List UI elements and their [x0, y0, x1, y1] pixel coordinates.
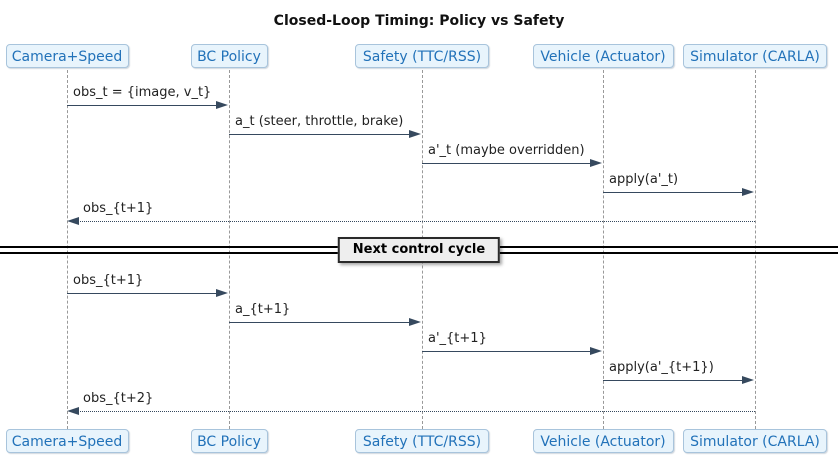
arrowhead-icon [742, 188, 754, 196]
lifeline-simulator [755, 70, 756, 429]
message-line-5 [67, 293, 225, 294]
participant-safety-bottom: Safety (TTC/RSS) [355, 429, 489, 453]
message-label-5: obs_{t+1} [73, 273, 144, 288]
diagram-title: Closed-Loop Timing: Policy vs Safety [273, 13, 565, 29]
message-line-3 [603, 192, 751, 193]
arrowhead-icon [216, 101, 228, 109]
arrowhead-icon [742, 376, 754, 384]
divider-label: Next control cycle [337, 237, 501, 263]
message-line-4 [78, 221, 755, 222]
message-line-0 [67, 105, 225, 106]
message-label-0: obs_t = {image, v_t} [73, 85, 212, 100]
message-label-9: obs_{t+2} [83, 391, 154, 406]
arrowhead-icon [409, 130, 421, 138]
message-label-4: obs_{t+1} [83, 201, 154, 216]
arrowhead-icon [67, 407, 79, 415]
message-line-9 [78, 411, 755, 412]
participant-policy-bottom: BC Policy [190, 429, 268, 453]
message-label-3: apply(a'_t) [609, 172, 679, 187]
message-label-1: a_t (steer, throttle, brake) [235, 114, 404, 129]
message-line-2 [422, 163, 599, 164]
arrowhead-icon [590, 347, 602, 355]
participant-camera-bottom: Camera+Speed [5, 429, 129, 453]
participant-simulator-bottom: Simulator (CARLA) [683, 429, 827, 453]
message-line-7 [422, 351, 599, 352]
lifeline-camera [67, 70, 68, 429]
arrowhead-icon [590, 159, 602, 167]
lifeline-policy [229, 70, 230, 429]
message-line-6 [229, 322, 418, 323]
arrowhead-icon [67, 217, 79, 225]
message-line-8 [603, 380, 751, 381]
participant-simulator-top: Simulator (CARLA) [683, 44, 827, 68]
lifeline-vehicle [603, 70, 604, 429]
message-line-1 [229, 134, 418, 135]
participant-vehicle-bottom: Vehicle (Actuator) [532, 429, 674, 453]
message-label-2: a'_t (maybe overridden) [428, 143, 585, 158]
arrowhead-icon [216, 289, 228, 297]
message-label-7: a'_{t+1} [428, 331, 487, 346]
message-label-8: apply(a'_{t+1}) [609, 360, 714, 375]
participant-vehicle-top: Vehicle (Actuator) [532, 44, 674, 68]
participant-camera-top: Camera+Speed [5, 44, 129, 68]
arrowhead-icon [409, 318, 421, 326]
participant-policy-top: BC Policy [190, 44, 268, 68]
participant-safety-top: Safety (TTC/RSS) [355, 44, 489, 68]
message-label-6: a_{t+1} [235, 302, 291, 317]
